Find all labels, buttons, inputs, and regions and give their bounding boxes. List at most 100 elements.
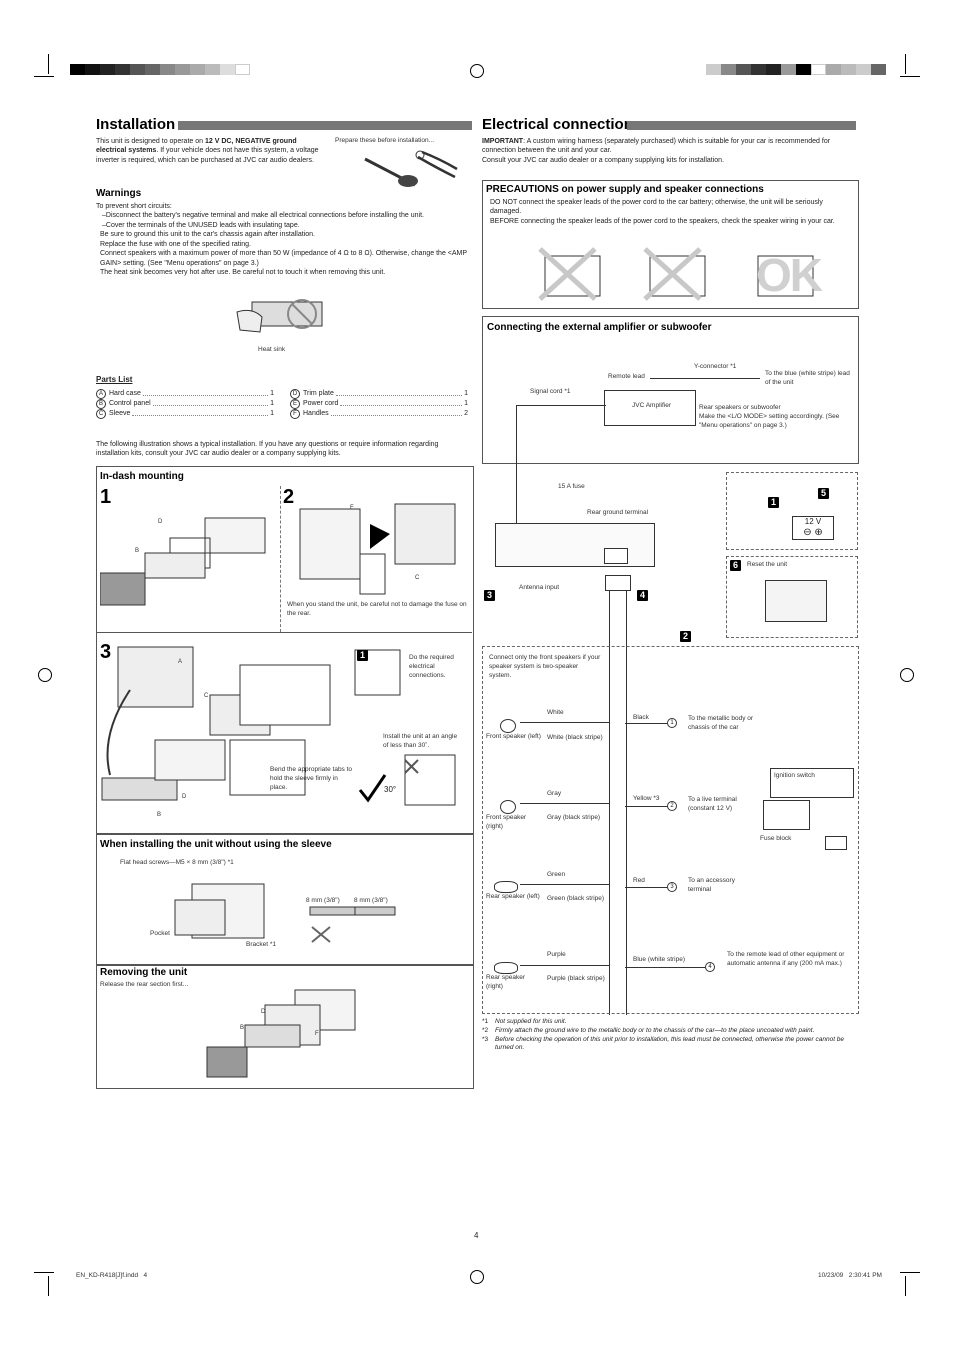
lead-number: 1 — [667, 718, 680, 728]
lead-dest: To the metallic body or chassis of the c… — [688, 715, 754, 731]
step-2: 2 — [283, 486, 295, 508]
power-connector — [604, 548, 628, 564]
screw-size-1: 8 mm (3/8") — [306, 897, 340, 904]
registration-target-left — [38, 668, 52, 682]
color-bar-right — [706, 64, 886, 75]
parts-list-title: Parts List — [96, 375, 133, 384]
svg-text:A: A — [178, 659, 182, 665]
lead-dest: To the remote lead of other equipment or… — [727, 951, 845, 967]
important-note: IMPORTANT: A custom wiring harness (sepa… — [482, 137, 857, 165]
badge-2: 2 — [680, 631, 691, 642]
lead-number: 2 — [667, 801, 680, 811]
step-3: 3 — [100, 641, 112, 663]
installation-intro: This unit is designed to operate on 12 V… — [96, 138, 319, 164]
signal-wire-h — [516, 405, 606, 406]
speaker-connections-box — [482, 646, 859, 1014]
svg-text:D: D — [182, 794, 187, 800]
lead-dest: To a live terminal (constant 12 V) — [688, 796, 737, 812]
reset-box — [726, 556, 858, 638]
lead-number: 3 — [667, 882, 680, 892]
lead-wire — [625, 967, 705, 968]
warning-item: –Cover the terminals of the UNUSED leads… — [102, 221, 300, 229]
footer-timestamp: 10/23/09 2:30:41 PM — [818, 1272, 882, 1279]
reset-unit-label: Reset the unit — [747, 561, 788, 568]
ignition-switch-label: Ignition switch — [774, 772, 815, 779]
indash-mounting-box — [96, 466, 474, 834]
crop-mark-br-v — [905, 1276, 906, 1296]
badge-1: 1 — [768, 497, 779, 508]
registration-target-top — [470, 64, 484, 78]
wire-label: White (black stripe) — [547, 734, 603, 741]
badge-5: 5 — [818, 488, 829, 499]
speaker-wire — [520, 965, 610, 966]
fuse-15a-label: 15 A fuse — [558, 483, 585, 490]
lead-color: Black — [633, 714, 649, 721]
illustration-note: The following illustration shows a typic… — [96, 441, 439, 458]
warnings-title: Warnings — [96, 188, 142, 199]
pocket-label: Pocket — [150, 930, 170, 937]
remote-wire — [650, 378, 760, 379]
amp-box — [482, 316, 859, 464]
speaker-rear-left: Rear speaker (left) — [486, 881, 541, 902]
stand-note: When you stand the unit, be careful not … — [287, 601, 467, 617]
prepare-caption: Prepare these before installation... — [335, 137, 435, 144]
head-unit-rear — [495, 523, 655, 567]
speaker-rear-right: Rear speaker (right) — [486, 962, 541, 992]
lead-color: Blue (white stripe) — [633, 956, 686, 963]
crop-mark-bl-v — [48, 1276, 49, 1296]
flat-screws-label: Flat head screws—M5 × 8 mm (3/8") *1 — [120, 859, 234, 866]
lead-color: Yellow *3 — [633, 795, 660, 802]
without-sleeve-illustration — [174, 883, 396, 943]
lead-wire — [625, 723, 667, 724]
speaker-icon — [494, 881, 518, 893]
warning-item: Be sure to ground this unit to the car's… — [100, 231, 315, 239]
wire-label: White — [547, 709, 564, 716]
battery: 12 V ⊖ ⊕ — [792, 516, 834, 540]
warning-item: Connect speakers with a maximum power of… — [100, 250, 467, 267]
remote-lead-label: Remote lead — [608, 373, 645, 380]
wire-label: Green (black stripe) — [547, 895, 605, 902]
install-angle-note: Install the unit at an angle of less tha… — [383, 733, 458, 749]
speaker-icon — [500, 800, 516, 814]
registration-target-bottom — [470, 1270, 484, 1284]
signal-cord-label: Signal cord *1 — [530, 388, 571, 395]
y-connector-label: Y-connector *1 — [694, 363, 737, 370]
wire-label: Gray (black stripe) — [547, 814, 601, 821]
svg-text:C: C — [415, 575, 420, 581]
svg-text:D: D — [158, 519, 163, 525]
precaution-item: BEFORE connecting the speaker leads of t… — [490, 217, 835, 225]
lo-mode-label: Make the <L/O MODE> setting accordingly.… — [699, 413, 840, 429]
svg-text:C: C — [204, 693, 209, 699]
electrical-title-bar — [627, 121, 856, 130]
step-3-illustration: A C D B — [101, 646, 456, 818]
badge-6: 6 — [730, 560, 741, 571]
installation-title-bar — [178, 121, 472, 130]
svg-text:F: F — [315, 1031, 319, 1037]
precautions-box — [482, 180, 859, 309]
footer-file: EN_KD-R418[J]f.indd 4 — [76, 1272, 148, 1279]
installation-title: Installation — [96, 116, 176, 133]
removing-text: Release the rear section first... — [100, 981, 189, 988]
antenna-input-label: Antenna input — [519, 584, 560, 591]
wire-label: Green — [547, 871, 566, 878]
svg-text:F: F — [350, 505, 354, 511]
lead-wire — [625, 887, 667, 888]
color-bar-left — [70, 64, 250, 75]
amp-title: Connecting the external amplifier or sub… — [487, 322, 712, 333]
speaker-wire — [520, 803, 610, 804]
wire-label: Purple — [547, 951, 566, 958]
blue-white-label: To the blue (white stripe) lead of the u… — [765, 370, 850, 386]
signal-wire — [516, 405, 517, 525]
speaker-wiring-examples — [538, 247, 814, 301]
fuse-block-label: Fuse block — [760, 835, 792, 842]
